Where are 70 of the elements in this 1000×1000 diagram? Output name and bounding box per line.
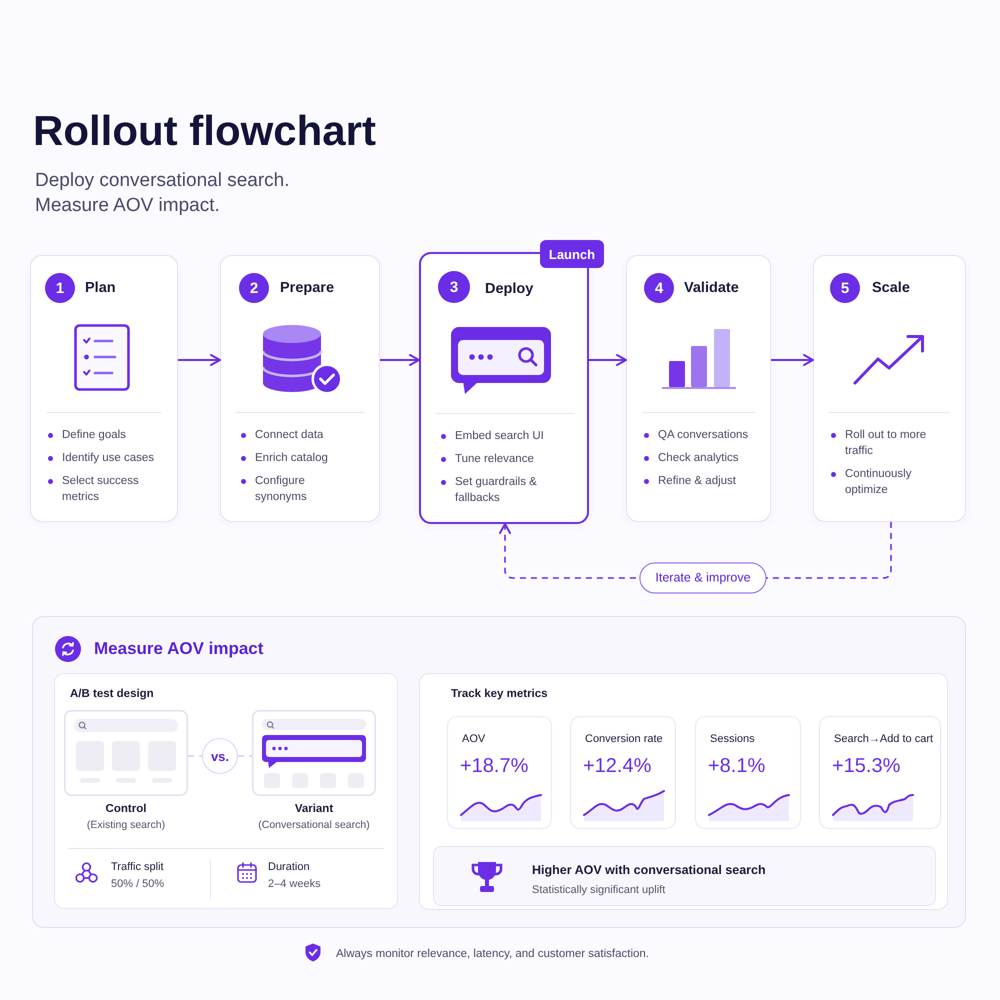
bullet-item: Identify use cases: [48, 450, 154, 466]
variant-title: Variant: [294, 802, 334, 816]
bullet-item: Connect data: [241, 427, 324, 443]
step-title: Deploy: [485, 281, 534, 298]
bullet-item: Check analytics: [644, 450, 739, 466]
metric-card: [819, 716, 941, 829]
step-card: [220, 255, 380, 522]
step-number: 1: [45, 273, 75, 303]
dashed-arrow: [499, 522, 892, 579]
bullet-item: QA conversations: [644, 427, 748, 443]
arrow: [589, 354, 627, 366]
arrow: [178, 354, 221, 366]
arrow: [771, 354, 814, 366]
step-title: Prepare: [280, 280, 334, 297]
versus-circle: vs.: [202, 738, 238, 774]
metric-card: [695, 716, 801, 829]
bullet-item: Configure synonyms: [241, 473, 343, 505]
dashed-line: [238, 755, 252, 757]
bullet-item: Select success metrics: [48, 473, 162, 505]
content-panel: [419, 673, 948, 910]
step-title: Validate: [684, 280, 739, 297]
bullet-item: Set guardrails & fallbacks: [441, 474, 547, 506]
bullet-item: Roll out to more traffic: [831, 427, 935, 459]
step-number: 5: [830, 273, 860, 303]
banner-title: Higher AOV with conversational search: [532, 863, 766, 878]
step-card: [30, 255, 178, 522]
metric-value: +12.4%: [583, 755, 652, 778]
variant-title: Control: [106, 802, 146, 816]
bullet-item: Define goals: [48, 427, 126, 443]
stat-label: Traffic split: [111, 861, 164, 874]
section-heading: Measure AOV impact: [94, 639, 264, 659]
dashed-line: [188, 755, 202, 757]
banner-subtitle: Statistically significant uplift: [532, 884, 666, 897]
metric-label: Sessions: [710, 733, 755, 746]
bullet-item: Embed search UI: [441, 428, 544, 444]
subtitle: Deploy conversational search. Measure AOV impact.: [35, 169, 291, 218]
bullet-item: Enrich catalog: [241, 450, 328, 466]
arrow: [380, 354, 420, 366]
step-number: 2: [239, 273, 269, 303]
metric-label: Conversion rate: [585, 733, 663, 746]
footer-note: Always monitor relevance, latency, and customer satisfaction.: [336, 947, 649, 961]
metric-card: [570, 716, 676, 829]
content-panel: [54, 673, 398, 909]
edge-label: Iterate & improve: [639, 562, 767, 594]
metric-value: +15.3%: [832, 755, 900, 778]
result-banner: [433, 846, 936, 906]
metric-value: +18.7%: [460, 755, 528, 778]
panel-heading: Track key metrics: [451, 687, 548, 701]
bullet-item: Continuously optimize: [831, 466, 935, 498]
stat-label: Duration: [268, 861, 310, 874]
metric-card: [447, 716, 552, 829]
metric-label: AOV: [462, 733, 486, 746]
bullet-item: Tune relevance: [441, 451, 534, 467]
metric-value: +8.1%: [708, 755, 766, 778]
stat-value: 2–4 weeks: [268, 878, 321, 891]
status-tag: Launch: [540, 240, 604, 268]
step-number: 3: [438, 271, 470, 303]
step-title: Scale: [872, 280, 910, 297]
step-card: [626, 255, 771, 522]
metric-label: Search→Add to cart: [834, 733, 934, 746]
bullet-item: Refine & adjust: [644, 473, 736, 489]
section-panel: [32, 616, 966, 928]
panel-heading: A/B test design: [70, 687, 154, 701]
variant-subtitle: (Existing search): [86, 819, 166, 832]
step-number: 4: [644, 273, 674, 303]
step-card: [813, 255, 966, 522]
step-title: Plan: [85, 280, 116, 297]
stat-value: 50% / 50%: [111, 878, 164, 891]
variant-subtitle: (Conversational search): [258, 819, 370, 832]
diagram-title: Rollout flowchart: [33, 108, 376, 154]
